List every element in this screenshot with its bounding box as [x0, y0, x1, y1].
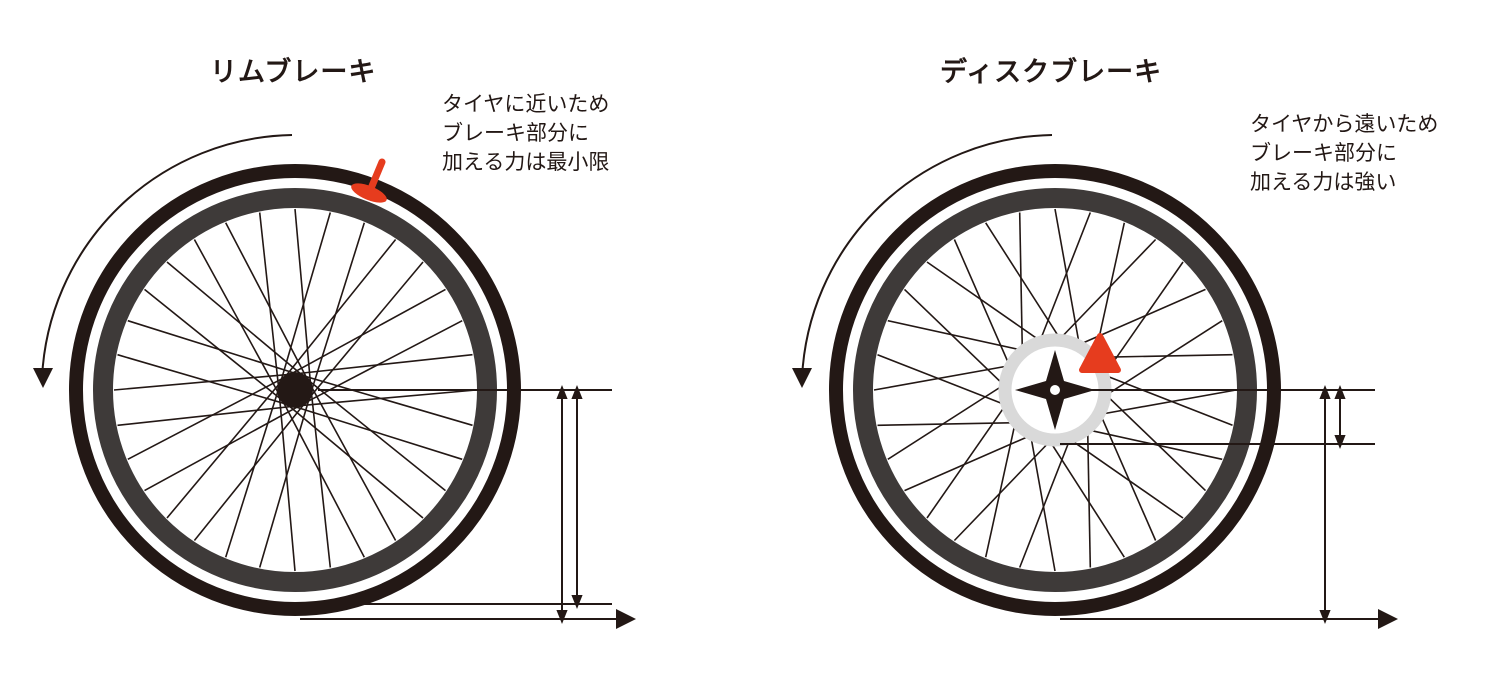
spoke: [1054, 208, 1081, 350]
spoke: [278, 391, 296, 572]
spoke: [1018, 434, 1073, 568]
spoke: [193, 399, 308, 542]
rim-note-line-2: ブレーキ部分に: [442, 121, 589, 145]
disc-spokes: [873, 208, 1237, 572]
disc-note-line-3: 加える力は強い: [1250, 170, 1397, 194]
disc-note-line-1: タイヤから遠いため: [1250, 112, 1439, 136]
rim-spokes: [113, 208, 477, 572]
spoke: [287, 288, 446, 377]
rim-brake-pad: [351, 158, 387, 203]
spoke: [953, 437, 1054, 542]
rim-ground-arrowhead: [616, 609, 636, 629]
rim-brake-title: リムブレーキ: [210, 57, 377, 88]
spoke: [887, 381, 1009, 460]
spoke: [953, 239, 1013, 371]
spoke: [279, 212, 332, 386]
spoke: [280, 397, 366, 558]
spoke: [294, 208, 312, 389]
spoke: [309, 222, 366, 395]
spoke: [1074, 288, 1206, 348]
rim-note-line-3: 加える力は最小限: [442, 150, 610, 174]
disc-brake-note: タイヤから遠いため ブレーキ部分に 加える力は強い: [1250, 110, 1438, 197]
spoke: [302, 319, 463, 405]
spoke: [166, 261, 306, 379]
spoke: [1037, 212, 1092, 346]
spoke: [258, 394, 311, 568]
spoke: [926, 400, 1009, 519]
spoke: [143, 288, 286, 403]
spoke: [304, 377, 447, 492]
spoke: [1095, 389, 1237, 416]
spoke: [306, 261, 424, 401]
spoke: [284, 401, 424, 519]
spoke: [877, 353, 1011, 408]
spoke: [127, 319, 300, 376]
spoke: [117, 405, 297, 427]
disc-ground-arrowhead: [1378, 609, 1398, 629]
spoke: [984, 418, 1017, 558]
spoke: [113, 373, 294, 391]
spoke: [887, 319, 1027, 352]
rim-brake-note: タイヤに近いため ブレーキ部分に 加える力は最小限: [442, 90, 609, 177]
rim-rotation-arrowhead: [33, 368, 53, 388]
disc-brake-wheel: [792, 134, 1398, 629]
spoke: [166, 379, 284, 519]
spoke: [1101, 320, 1223, 399]
disc-brake-title: ディスクブレーキ: [940, 57, 1163, 88]
rim-measure-lines: [300, 385, 620, 624]
disc-rotation-arrowhead: [792, 368, 812, 388]
spoke: [904, 432, 1036, 492]
rim-hub: [277, 372, 313, 408]
disc-axle: [1050, 385, 1060, 395]
disc-rotation-arrow: [801, 134, 1053, 379]
disc-measure-lines: [1060, 385, 1385, 624]
spoke: [299, 374, 473, 427]
spoke: [258, 212, 280, 392]
spoke: [1065, 436, 1184, 519]
spoke: [290, 404, 463, 461]
spoke: [117, 353, 291, 406]
spoke: [296, 389, 477, 407]
spoke: [926, 261, 1045, 344]
spoke: [1086, 425, 1092, 568]
disc-note-line-2: ブレーキ部分に: [1250, 141, 1397, 165]
rim-brake-wheel: [33, 134, 636, 629]
spoke: [985, 222, 1064, 344]
spoke: [224, 385, 281, 558]
spoke: [282, 238, 397, 381]
spoke: [1029, 430, 1056, 572]
spoke: [293, 353, 473, 375]
spoke: [1018, 212, 1024, 355]
spoke: [310, 388, 332, 568]
spoke: [1046, 436, 1125, 558]
spoke: [877, 421, 1020, 427]
spoke: [903, 288, 1008, 389]
spoke: [1097, 409, 1157, 541]
spoke: [1099, 372, 1233, 427]
spoke: [224, 222, 310, 383]
rim-note-line-1: タイヤに近いため: [442, 92, 610, 116]
spoke: [1102, 391, 1207, 492]
spoke: [1056, 238, 1157, 343]
rim-rotation-arrow: [41, 134, 293, 379]
disc-caliper: [1079, 333, 1121, 373]
spoke: [308, 382, 397, 541]
spoke: [127, 375, 288, 461]
spoke: [144, 403, 303, 492]
spoke: [193, 239, 282, 398]
spoke: [873, 364, 1015, 391]
